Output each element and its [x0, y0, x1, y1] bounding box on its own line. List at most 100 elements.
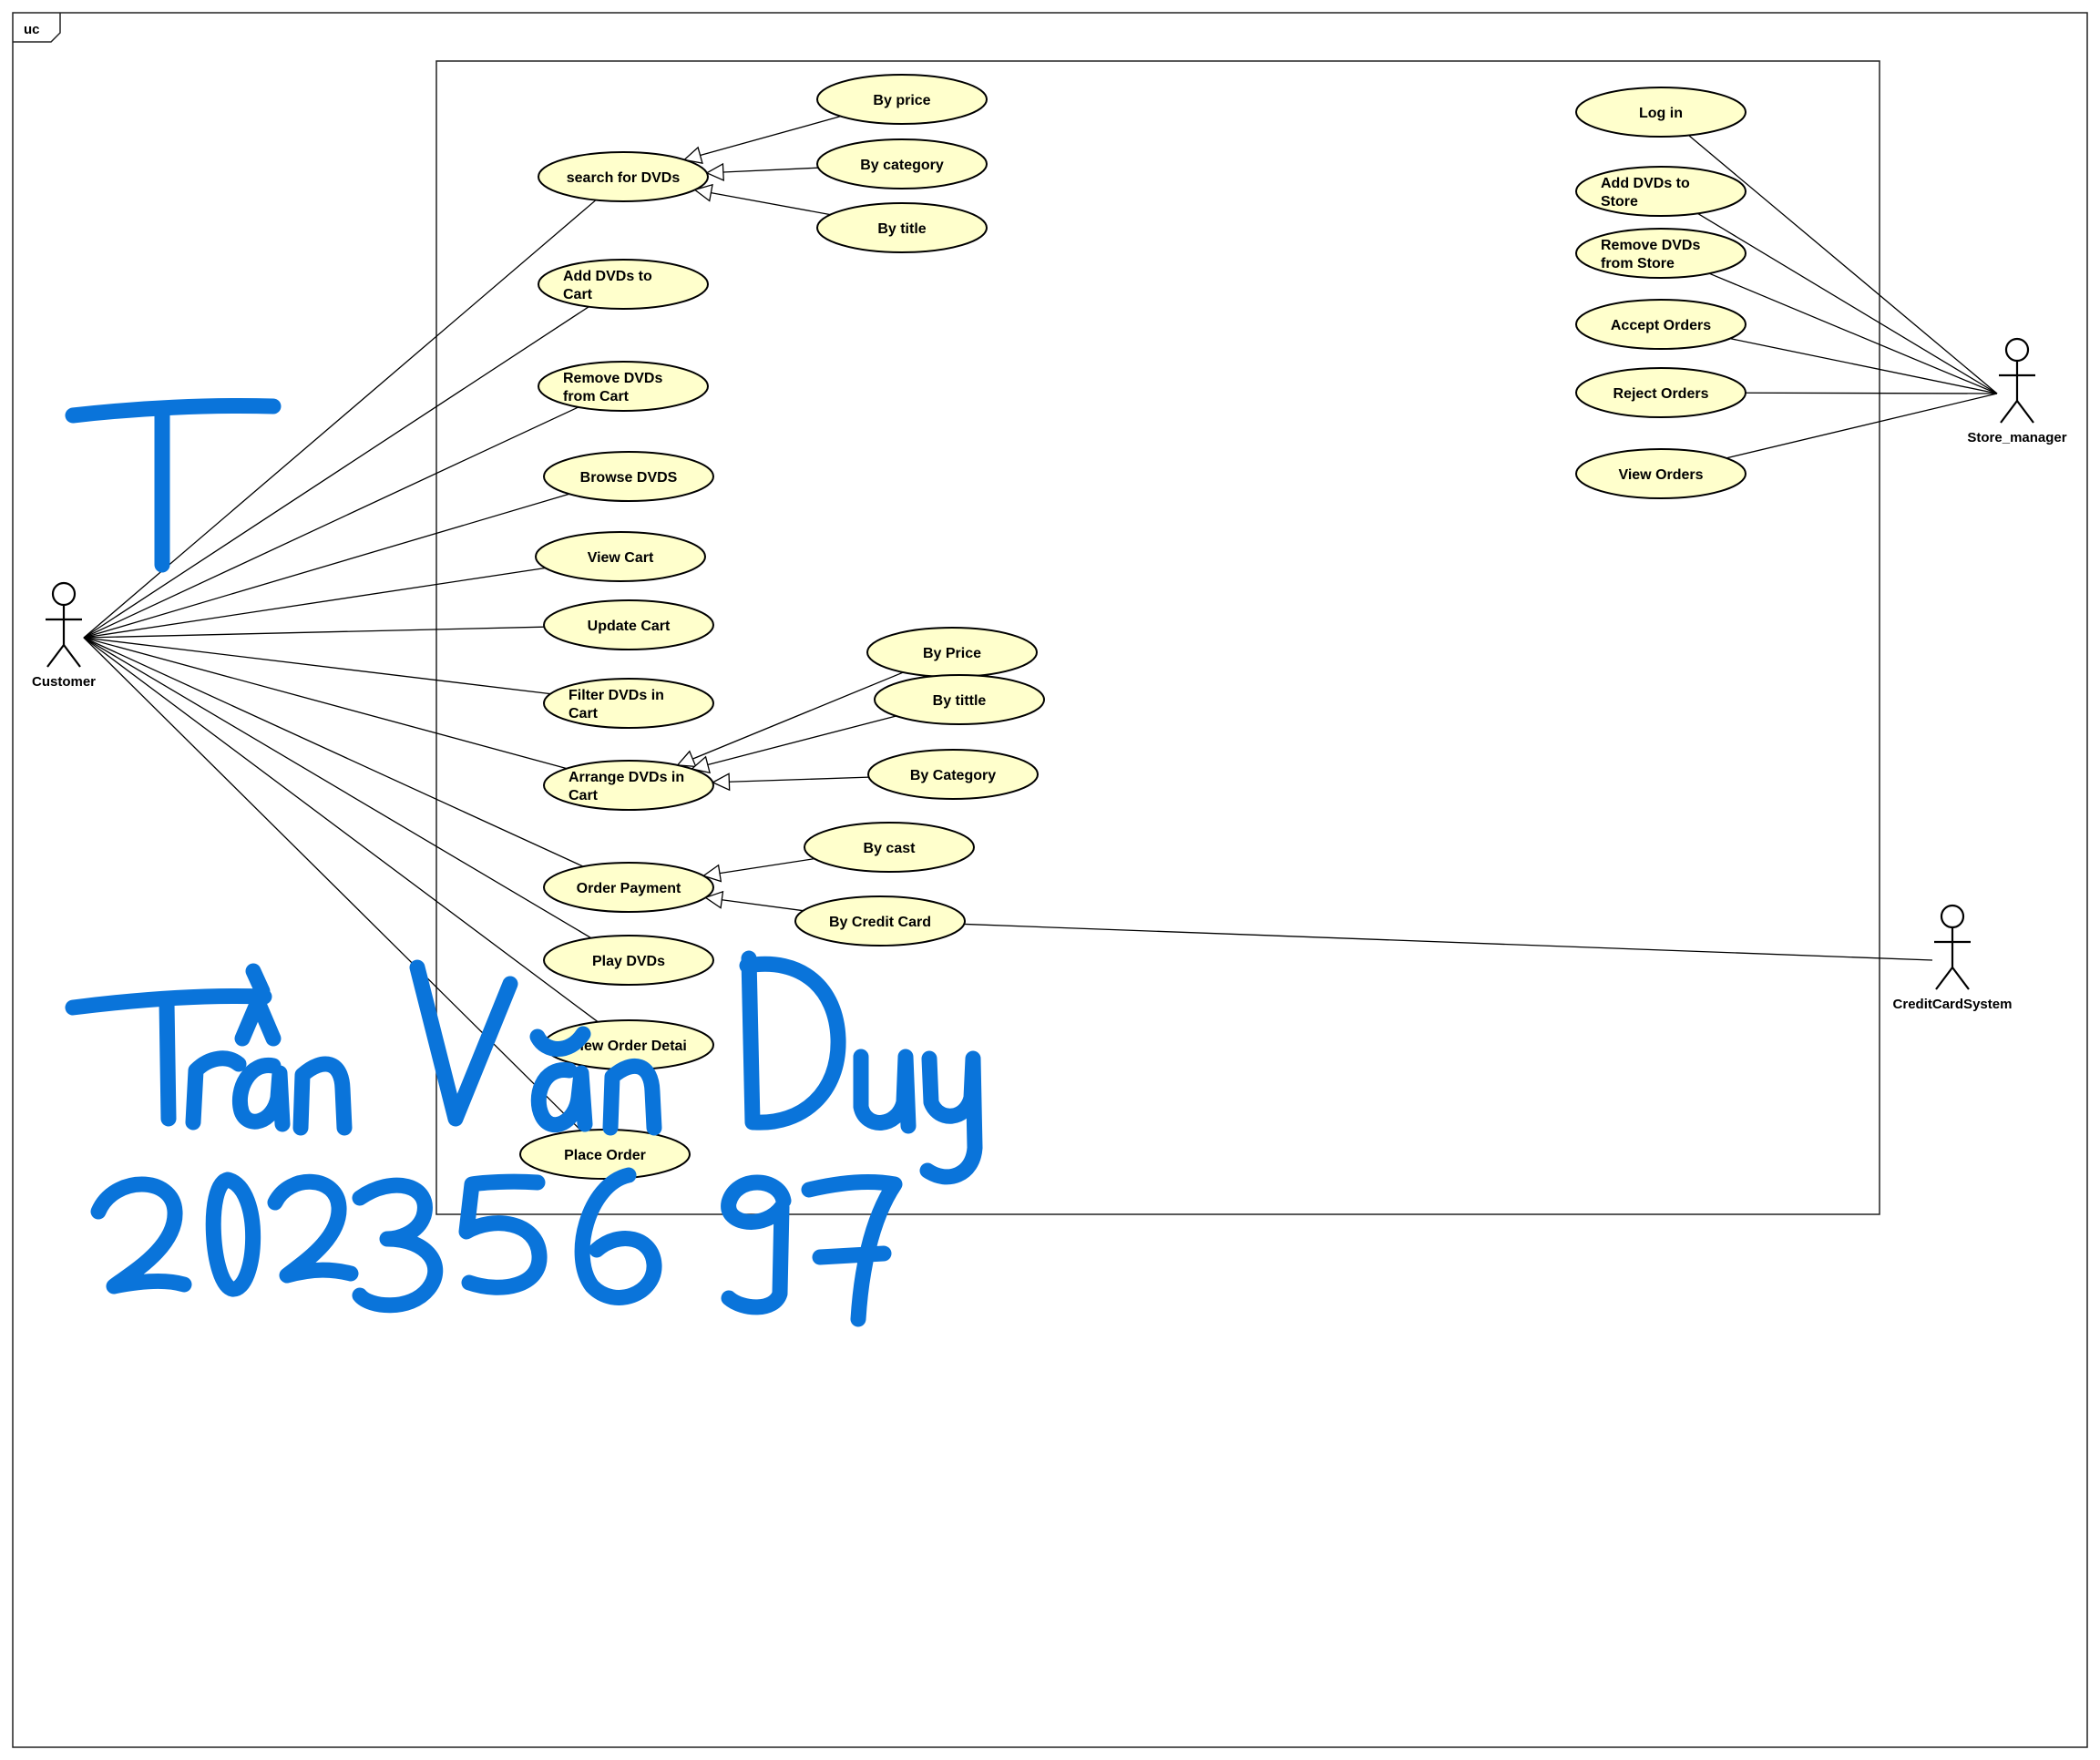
generalization-arrowhead — [682, 146, 703, 165]
actor-label: CreditCardSystem — [1893, 997, 2013, 1012]
diagram-frame — [12, 12, 2088, 1748]
use-case-ellipse — [543, 935, 714, 986]
use-case-label: Browse DVDS — [580, 470, 678, 486]
use-case-place-order[interactable]: Place Order — [519, 1129, 691, 1180]
generalization-line — [711, 191, 831, 216]
use-case-by-category-a[interactable]: By Category — [867, 749, 1039, 800]
use-case-view-orders[interactable]: View Orders — [1575, 448, 1747, 499]
use-case-label: from Store — [1601, 256, 1675, 271]
association-line — [83, 567, 546, 639]
actor-leg — [2000, 400, 2018, 424]
generalization-line — [722, 899, 804, 912]
use-case-label: Reject Orders — [1613, 386, 1709, 402]
use-case-by-credit-card[interactable]: By Credit Card — [794, 895, 966, 947]
use-case-label: By Price — [923, 646, 981, 661]
association-line — [1688, 135, 1998, 394]
actor-customer[interactable]: Customer — [32, 581, 96, 690]
generalization-arrowhead — [702, 864, 722, 883]
use-case-reject-orders[interactable]: Reject Orders — [1575, 367, 1747, 418]
association-line — [83, 493, 570, 639]
use-cases: search for DVDs By price By category By tit… — [519, 74, 1747, 1180]
use-case-ellipse — [794, 895, 966, 947]
use-case-view-cart[interactable]: View Cart — [535, 531, 706, 582]
use-case-label: Play DVDs — [592, 954, 665, 969]
association-line — [83, 637, 582, 1131]
use-case-update-cart[interactable]: Update Cart — [543, 599, 714, 650]
generalization-arrowhead — [711, 773, 731, 792]
actor-label: Store_manager — [1967, 430, 2066, 445]
use-case-by-title-s[interactable]: By title — [816, 202, 988, 253]
use-case-label: Update Cart — [588, 619, 671, 634]
use-case-by-tittle-a[interactable]: By tittle — [874, 674, 1045, 725]
use-case-label: Cart — [569, 706, 599, 721]
generalization-line — [692, 671, 904, 760]
use-case-by-category-s[interactable]: By category — [816, 138, 988, 189]
use-case-by-cast[interactable]: By cast — [804, 822, 975, 873]
use-case-label: Arrange DVDs in — [569, 770, 684, 785]
use-case-label: By title — [877, 221, 926, 237]
association-line — [1729, 337, 1998, 394]
actor-leg — [1951, 967, 1970, 990]
use-case-label: Accept Orders — [1611, 318, 1711, 333]
use-case-label: Order Payment — [577, 881, 681, 896]
system-boundary — [435, 60, 1880, 1215]
association-line — [964, 923, 1933, 961]
use-case-search[interactable]: search for DVDs — [538, 151, 709, 202]
actor-leg — [1935, 967, 1953, 990]
use-case-ellipse — [816, 202, 988, 253]
actor-leg — [46, 644, 65, 668]
use-case-play-dvds[interactable]: Play DVDs — [543, 935, 714, 986]
association-line — [83, 637, 568, 770]
use-case-ellipse — [1575, 367, 1747, 418]
use-case-ellipse — [1575, 299, 1747, 350]
actor-leg — [2016, 400, 2034, 424]
use-case-filter-cart[interactable]: Filter DVDs in Cart — [543, 678, 714, 729]
use-case-label: Remove DVDs — [563, 371, 662, 386]
frame-tab — [13, 13, 61, 43]
generalization-line — [722, 167, 819, 173]
use-case-ellipse — [816, 74, 988, 125]
association-line — [83, 406, 579, 639]
use-case-remove-store[interactable]: Remove DVDs from Store — [1575, 228, 1747, 279]
use-case-label: By category — [860, 158, 944, 173]
generalization-arrowhead — [703, 890, 724, 909]
relationship-lines — [83, 116, 1998, 1131]
use-case-ellipse — [816, 138, 988, 189]
handwritten-signature — [65, 398, 282, 573]
use-case-by-price-s[interactable]: By price — [816, 74, 988, 125]
actor-head — [2004, 337, 2030, 363]
use-case-by-price-a[interactable]: By Price — [866, 627, 1038, 678]
association-line — [83, 306, 589, 639]
use-case-label: Filter DVDs in — [569, 688, 664, 703]
actor-credit-card-system[interactable]: CreditCardSystem — [1893, 904, 2013, 1012]
use-case-log-in[interactable]: Log in — [1575, 87, 1747, 138]
generalization-line — [719, 857, 814, 875]
actor-head — [1940, 904, 1965, 929]
generalization-line — [729, 776, 869, 783]
use-case-label: from Cart — [563, 389, 630, 404]
use-case-label: Add DVDs to — [1601, 176, 1690, 191]
use-case-label: Remove DVDs — [1601, 238, 1700, 253]
use-case-order-payment[interactable]: Order Payment — [543, 862, 714, 913]
association-line — [83, 637, 592, 939]
use-case-label: By cast — [864, 841, 917, 856]
actor-store-manager[interactable]: Store_manager — [1967, 337, 2067, 445]
frame-label: uc — [24, 22, 40, 37]
association-line — [1726, 393, 1998, 459]
use-case-label: By Category — [910, 768, 996, 783]
use-case-label: search for DVDs — [567, 170, 681, 186]
use-case-ellipse — [538, 259, 709, 310]
use-case-label: Place Order — [564, 1148, 646, 1163]
handwritten-student-id — [90, 1167, 903, 1327]
use-case-label: By Credit Card — [829, 915, 931, 930]
use-case-ellipse — [538, 361, 709, 412]
use-case-accept-orders[interactable]: Accept Orders — [1575, 299, 1747, 350]
use-case-ellipse — [867, 749, 1039, 800]
association-line — [83, 637, 551, 695]
use-case-browse[interactable]: Browse DVDS — [543, 451, 714, 502]
use-case-remove-cart[interactable]: Remove DVDs from Cart — [538, 361, 709, 412]
